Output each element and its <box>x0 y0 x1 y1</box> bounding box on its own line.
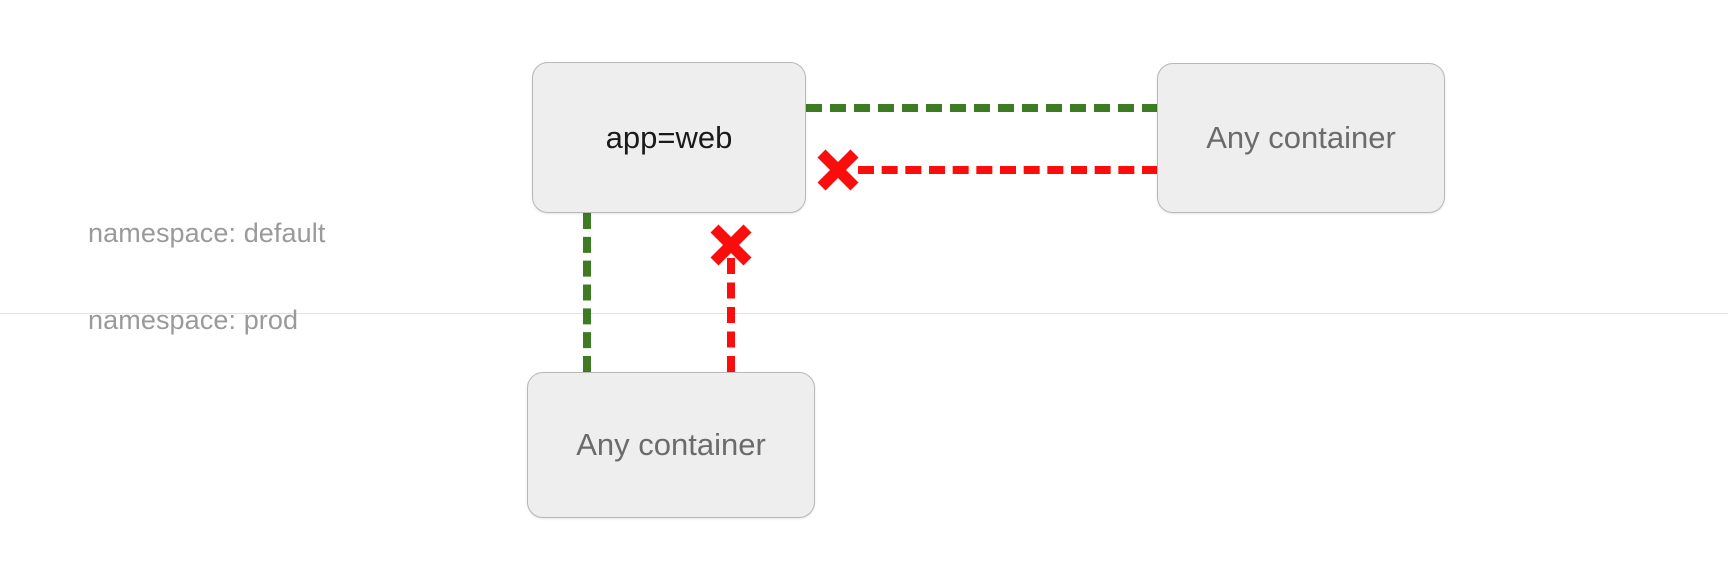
blocked-x-icon <box>815 147 861 193</box>
node-app-web[interactable]: app=web <box>532 62 806 213</box>
blocked-x-icon <box>708 222 754 268</box>
node-app-web-label: app=web <box>605 119 733 155</box>
edge-allowed-to-bottom-container <box>583 213 591 372</box>
node-any-container-default-label: Any container <box>1206 120 1396 155</box>
node-any-container-default[interactable]: Any container <box>1157 63 1445 213</box>
edge-blocked-to-bottom-container <box>727 258 735 372</box>
edge-blocked-to-right-container <box>858 166 1158 174</box>
node-any-container-prod[interactable]: Any container <box>527 372 815 518</box>
namespace-label-prod: namespace: prod <box>88 305 299 335</box>
node-any-container-prod-label: Any container <box>576 427 766 462</box>
edge-allowed-to-right-container <box>806 104 1158 112</box>
namespace-label-default: namespace: default <box>88 218 326 248</box>
namespace-divider <box>0 313 1728 314</box>
